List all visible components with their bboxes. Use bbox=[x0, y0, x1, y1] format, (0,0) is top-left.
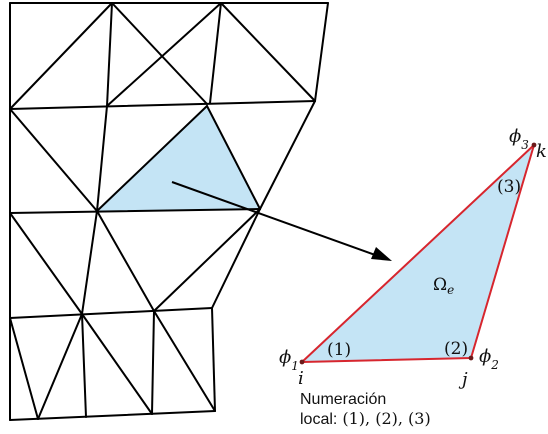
mesh-edge bbox=[111, 2, 208, 105]
shape-fn-3: ϕ3 bbox=[509, 126, 529, 152]
mesh-edge bbox=[259, 100, 316, 210]
mesh-edge bbox=[9, 317, 39, 420]
numbering-note: Numeración local:(1), (2), (3) bbox=[300, 391, 431, 428]
mapping-arrow bbox=[171, 181, 392, 261]
mesh-edge bbox=[153, 310, 216, 412]
shape-fn-2: ϕ2 bbox=[479, 346, 499, 372]
mesh-edge bbox=[151, 310, 155, 415]
mesh-edge bbox=[9, 208, 261, 214]
local-number-2: (2) bbox=[444, 339, 468, 359]
domain-label: Ωe bbox=[433, 275, 454, 297]
mesh-edge bbox=[209, 2, 222, 104]
note-line-1: Numeración bbox=[300, 391, 386, 408]
node-name-j: j bbox=[458, 369, 468, 390]
node-j-dot bbox=[468, 355, 474, 361]
mesh-edge bbox=[81, 313, 153, 415]
mesh-edge bbox=[211, 208, 261, 309]
mesh-edge bbox=[153, 208, 261, 312]
reference-element: Ωe (1) (2) (3) i j k ϕ1 ϕ2 ϕ3 bbox=[279, 126, 547, 390]
highlighted-mesh-element bbox=[97, 107, 260, 211]
note-line-2: local:(1), (2), (3) bbox=[300, 409, 431, 428]
mesh-edge bbox=[81, 313, 87, 418]
mesh-edge bbox=[106, 2, 113, 107]
shape-fn-1: ϕ1 bbox=[279, 347, 299, 373]
mesh-edge bbox=[96, 105, 208, 212]
mesh-edge bbox=[9, 307, 213, 319]
mesh-edge bbox=[9, 108, 98, 212]
mesh-edge bbox=[220, 2, 316, 102]
triangular-mesh bbox=[9, 2, 329, 421]
mesh-edge bbox=[9, 410, 216, 421]
node-k-dot bbox=[531, 142, 537, 148]
mesh-edge bbox=[81, 210, 98, 315]
mesh-edge bbox=[211, 307, 216, 412]
local-number-1: (1) bbox=[327, 340, 351, 360]
node-name-i: i bbox=[298, 368, 304, 389]
element-triangle bbox=[301, 144, 535, 363]
node-i-dot bbox=[299, 359, 305, 365]
mesh-edge bbox=[106, 2, 222, 107]
node-name-k: k bbox=[536, 141, 547, 162]
mesh-edge bbox=[9, 212, 83, 315]
mesh-edge bbox=[37, 313, 83, 420]
mesh-edge bbox=[96, 210, 155, 312]
mesh-edge bbox=[9, 100, 316, 110]
mesh-edge bbox=[314, 2, 329, 102]
local-number-3: (3) bbox=[497, 177, 521, 197]
mesh-edge bbox=[206, 105, 261, 210]
mesh-edge bbox=[9, 2, 113, 110]
mesh-edge bbox=[96, 105, 108, 212]
